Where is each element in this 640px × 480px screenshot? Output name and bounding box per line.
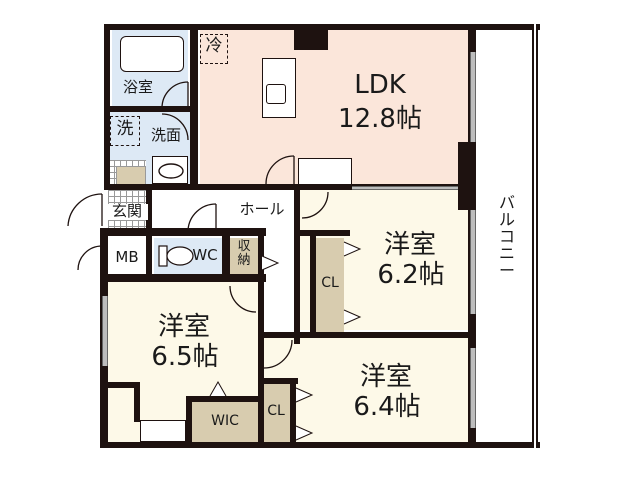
room65-built-in — [140, 420, 186, 442]
wash-basin — [152, 156, 188, 184]
wall-cl62-west — [310, 230, 316, 334]
kitchen-sink — [266, 84, 286, 104]
wc-label: WC — [192, 246, 218, 264]
wall-wash-south — [104, 184, 300, 190]
cl62-door-bottom[interactable] — [343, 309, 364, 325]
wall-kitchen-stub — [294, 30, 328, 50]
door-washroom[interactable] — [160, 112, 190, 142]
wall-cl64-east — [290, 378, 296, 448]
wall-top — [104, 24, 540, 30]
fridge-label: 冷 — [205, 36, 223, 56]
window-room62[interactable] — [470, 210, 476, 314]
wall-room65-sw — [100, 382, 136, 388]
washer-label: 洗 — [116, 119, 134, 139]
wic-label: WIC — [211, 413, 239, 429]
wic-closet — [192, 402, 258, 444]
wall-hall-east — [294, 184, 300, 344]
basin-oval — [158, 163, 184, 179]
kitchen-cabinet — [298, 158, 352, 186]
entrance-label: 玄関 — [106, 203, 148, 220]
cl64-door-bottom[interactable] — [295, 425, 316, 441]
washer-space — [110, 116, 140, 146]
room62-size: 6.2帖 — [377, 260, 445, 290]
wall-cl62-north — [300, 230, 350, 236]
window-room65[interactable] — [102, 296, 108, 366]
wall-room62-south — [260, 332, 472, 338]
room64-size: 6.4帖 — [353, 392, 421, 422]
cl-closet-6-4 — [262, 384, 290, 442]
mb-label: MB — [115, 248, 139, 266]
wic-door[interactable] — [209, 380, 227, 398]
wall-wc-south — [100, 274, 266, 282]
room62-label: 洋室 — [383, 230, 436, 260]
wall-storage-east — [258, 232, 264, 278]
wall-wic-north — [186, 396, 262, 402]
cl64-door-top[interactable] — [295, 387, 316, 403]
balcony-label: バ ル コ ニ ー — [498, 193, 515, 280]
wall-ldk-pillar — [458, 142, 470, 210]
wall-left-upper — [104, 24, 110, 184]
door-room62[interactable] — [300, 190, 330, 220]
wall-cl64-north — [262, 378, 298, 384]
door-mb[interactable] — [76, 244, 104, 272]
wall-wic-west — [186, 396, 192, 448]
storage-closet — [230, 238, 258, 274]
wall-bath-south — [104, 106, 196, 112]
wall-entrance-south — [100, 228, 266, 236]
shoe-cabinet — [116, 166, 146, 186]
door-room64[interactable] — [262, 338, 296, 370]
door-room65[interactable] — [228, 284, 258, 314]
ldk-label: LDK — [354, 70, 406, 100]
window-room64[interactable] — [470, 348, 476, 428]
balcony-floor — [476, 28, 536, 448]
toilet — [158, 245, 194, 267]
door-wc[interactable] — [186, 202, 218, 232]
ldk-sliding-door[interactable] — [352, 186, 458, 190]
fridge-space — [200, 34, 228, 64]
bath-label: 浴室 — [122, 78, 153, 96]
bathtub — [120, 36, 184, 72]
balcony-rail — [532, 24, 538, 448]
ldk-size: 12.8帖 — [338, 104, 422, 134]
room65-label: 洋室 — [157, 312, 210, 342]
storage-door[interactable] — [261, 255, 282, 271]
cl-closet-6-2 — [316, 238, 344, 332]
wall-bottom — [100, 442, 540, 448]
wall-wc-east — [222, 232, 230, 278]
cl62-door-top[interactable] — [343, 241, 364, 257]
door-entrance[interactable] — [64, 192, 104, 228]
door-ldk[interactable] — [264, 154, 296, 186]
washroom-label: 洗面 — [150, 126, 181, 144]
storage-label: 収 納 — [237, 239, 251, 268]
cl64-label: CL — [267, 403, 285, 419]
wall-room65-sw2 — [134, 382, 140, 422]
window-ldk[interactable] — [470, 52, 476, 142]
door-bath[interactable] — [160, 80, 190, 110]
cl62-label: CL — [321, 275, 339, 291]
room64-label: 洋室 — [359, 362, 412, 392]
room65-size: 6.5帖 — [151, 342, 219, 372]
wall-room65-east — [258, 282, 264, 448]
hall-label: ホール — [239, 200, 285, 218]
